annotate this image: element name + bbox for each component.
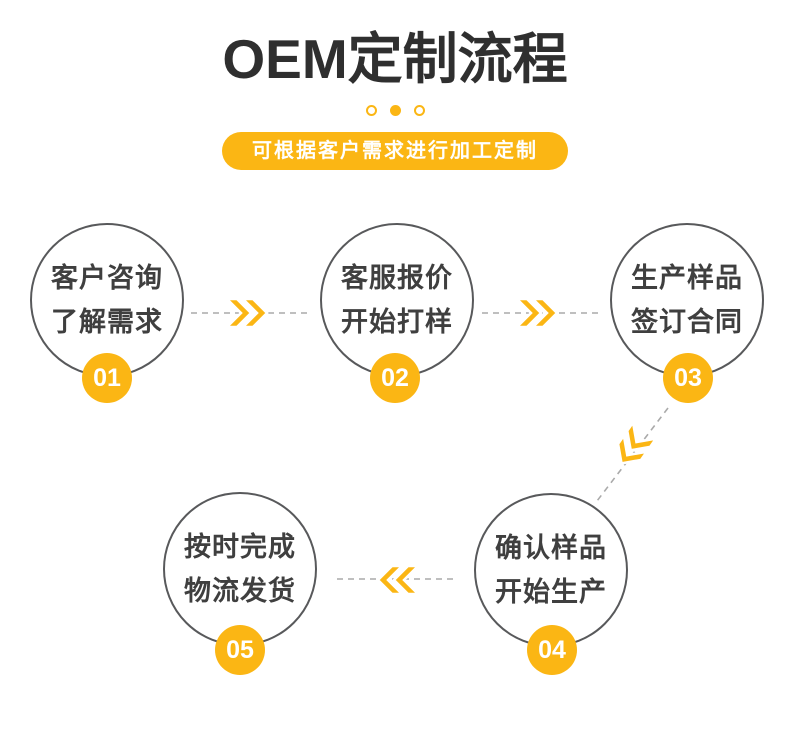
step-5-text-line1: 按时完成 — [184, 532, 296, 562]
subtitle-banner: 可根据客户需求进行加工定制 — [222, 132, 568, 170]
double-chevron-left-icon — [376, 564, 422, 596]
step-2-text-line1: 客服报价 — [341, 263, 453, 293]
step-1-text-line1: 客户咨询 — [51, 263, 163, 293]
step-circle-2: 客服报价 开始打样 — [320, 223, 474, 377]
step-3-number-badge: 03 — [663, 353, 713, 403]
step-1-number-badge: 01 — [82, 353, 132, 403]
step-4-number-badge: 04 — [527, 625, 577, 675]
header: OEM定制流程 可根据客户需求进行加工定制 — [0, 0, 790, 170]
step-5-text-line2: 物流发货 — [184, 576, 296, 606]
step-circle-5: 按时完成 物流发货 — [163, 492, 317, 646]
step-2-number-badge: 02 — [370, 353, 420, 403]
step-5-number-badge: 05 — [215, 625, 265, 675]
double-chevron-right-icon — [223, 297, 269, 329]
dashed-connector-step3-step4 — [596, 407, 669, 502]
step-circle-1: 客户咨询 了解需求 — [30, 223, 184, 377]
page-title: OEM定制流程 — [222, 28, 568, 90]
step-circle-3: 生产样品 签订合同 — [610, 223, 764, 377]
step-2-text-line2: 开始打样 — [341, 307, 453, 337]
step-3-text-line1: 生产样品 — [631, 263, 743, 293]
double-chevron-down-left-icon — [616, 419, 659, 465]
step-4-text-line1: 确认样品 — [495, 533, 607, 563]
dot-ring-icon — [365, 104, 377, 116]
step-circle-4: 确认样品 开始生产 — [474, 493, 628, 647]
step-4-text-line2: 开始生产 — [495, 577, 607, 607]
dot-solid-icon — [389, 104, 401, 116]
step-1-text-line2: 了解需求 — [51, 307, 163, 337]
step-3-text-line2: 签订合同 — [631, 307, 743, 337]
dot-ring-icon — [413, 104, 425, 116]
dots-decoration — [0, 104, 790, 116]
double-chevron-right-icon — [513, 297, 559, 329]
